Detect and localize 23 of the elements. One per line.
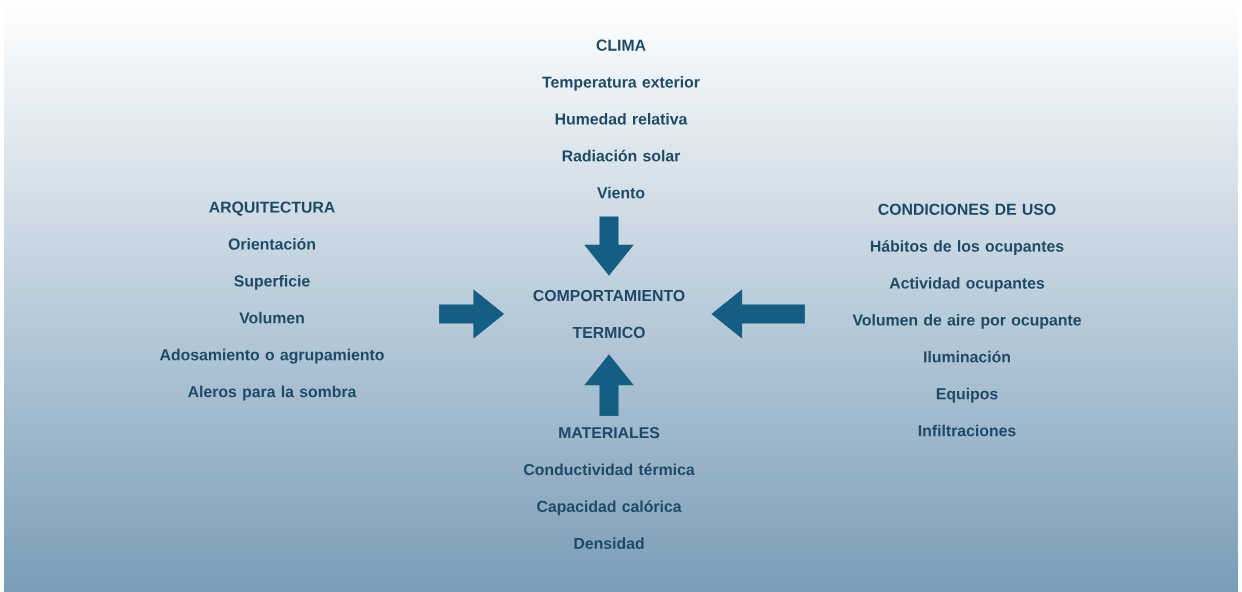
factor-item: Actividad ocupantes <box>889 277 1045 292</box>
factor-item: Humedad relativa <box>555 112 688 125</box>
factor-item: Superficie <box>234 274 310 290</box>
factor-item: Hábitos de los ocupantes <box>870 240 1064 255</box>
factor-item: Equipos <box>936 387 998 403</box>
factor-item: Volumen <box>239 311 304 324</box>
factor-item: Infiltraciones <box>918 424 1016 437</box>
factor-item: Volumen de aire por ocupante <box>852 313 1081 329</box>
factor-item: Capacidad calórica <box>537 500 682 516</box>
factor-item: Temperatura exterior <box>542 76 700 91</box>
factor-item: Orientación <box>228 237 315 250</box>
factor-item: Densidad <box>574 537 644 549</box>
heading: ARQUITECTURA <box>209 201 335 216</box>
center-label: COMPORTAMIENTO TERMICO <box>533 289 685 339</box>
factor-item: Viento <box>597 186 645 199</box>
factor-item: Iluminación <box>924 350 1010 363</box>
factor-item: Conductividad térmica <box>524 463 695 476</box>
factor-item: Adosamiento o agrupamiento <box>159 348 384 364</box>
factor-item: Aleros para la sombra <box>188 385 357 401</box>
heading: MATERIALES <box>559 427 660 439</box>
heading: CLIMA <box>596 39 646 51</box>
heading: CONDICIONES DE USO <box>878 203 1056 215</box>
factor-item: Radiación solar <box>562 149 681 162</box>
